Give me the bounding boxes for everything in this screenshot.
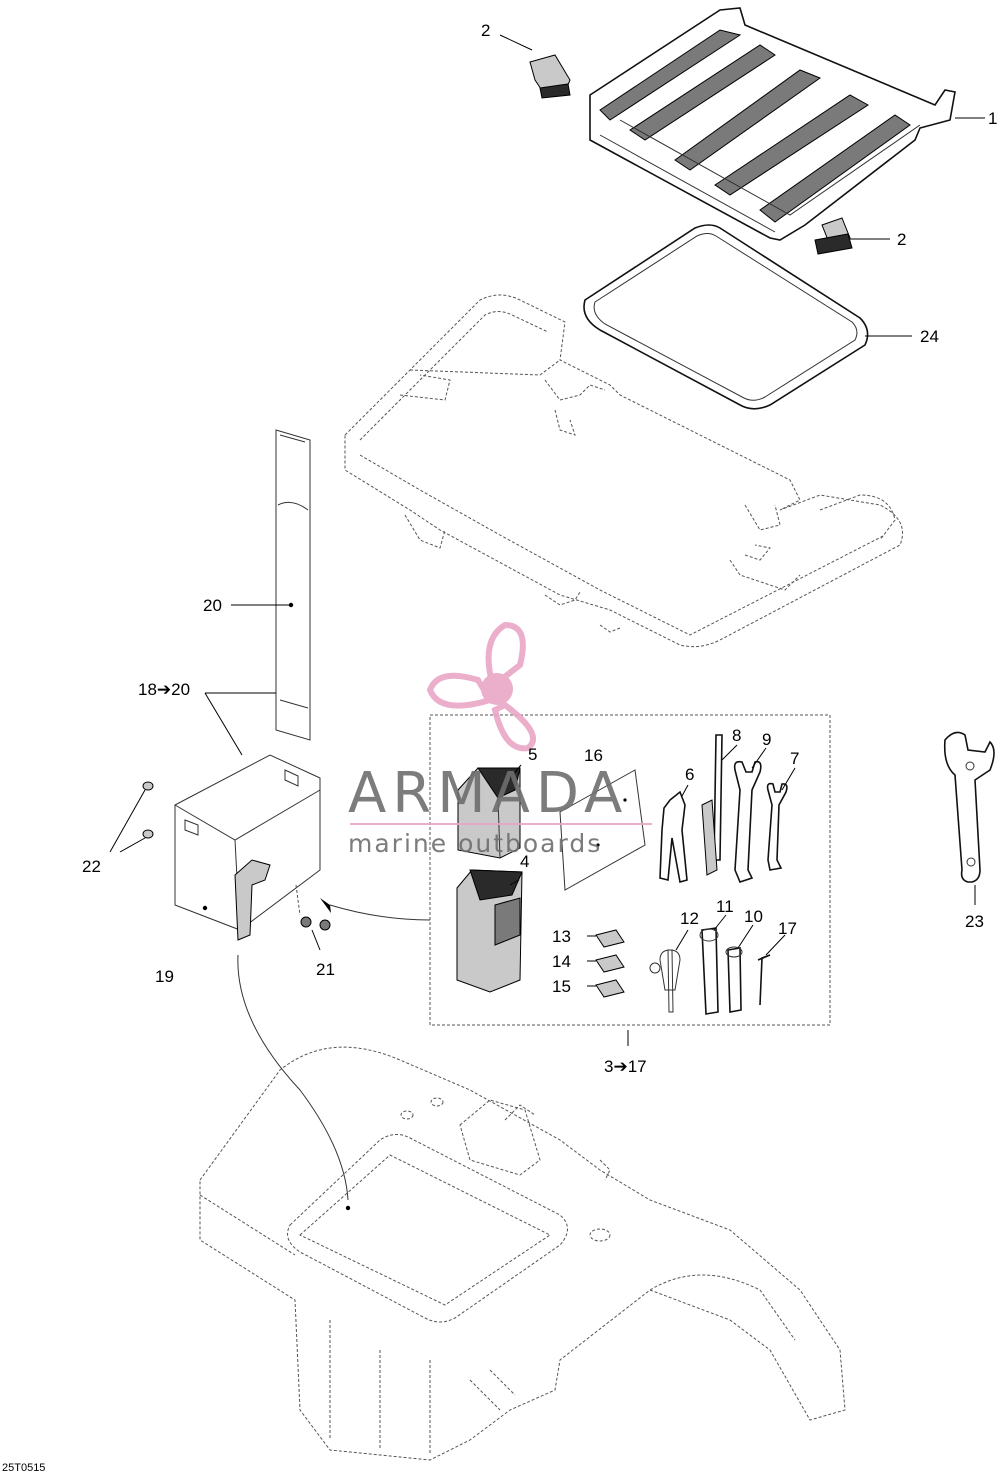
callout-7: 7	[790, 749, 799, 768]
diagram-code: 25T0515	[2, 1462, 45, 1474]
propeller-blade-icon	[485, 621, 526, 692]
gasket-part-24	[583, 224, 869, 410]
watermark-tagline: marine outboards	[348, 829, 602, 858]
callout-20: 20	[203, 596, 222, 615]
toolkit-to-box-arrow	[329, 904, 431, 921]
callout-18-20: 18➔20	[138, 680, 190, 699]
callout-19: 19	[155, 967, 174, 986]
toolkit-group-3-17	[429, 714, 831, 1026]
washers-part-22	[142, 781, 154, 839]
watermark-brand: ARMADA	[348, 761, 628, 826]
vehicle-rear-body-reference	[199, 1046, 846, 1461]
callout-9: 9	[762, 730, 771, 749]
propeller-blade-icon-3	[491, 701, 536, 752]
callout-22: 22	[82, 857, 101, 876]
armada-watermark: ARMADA marine outboards	[348, 621, 652, 858]
propeller-hub-icon	[481, 673, 513, 705]
screws-part-21	[295, 884, 331, 931]
callout-10: 10	[744, 907, 763, 926]
callout-6: 6	[685, 765, 694, 784]
callout-13: 13	[552, 927, 571, 946]
callout-23: 23	[965, 912, 984, 931]
callout-labels: 1 2 2 24 20 18➔20 22 19 21 5 16 8 9 7 6 …	[82, 21, 997, 1076]
callout-12: 12	[680, 909, 699, 928]
callout-8: 8	[732, 726, 741, 745]
propeller-blade-icon-2	[426, 672, 495, 709]
callout-14: 14	[552, 952, 571, 971]
callout-15: 15	[552, 977, 571, 996]
callout-24: 24	[920, 327, 939, 346]
strap-part-20	[275, 429, 311, 741]
clip-part-2-top	[529, 54, 571, 99]
rear-rack-part-1	[589, 7, 956, 241]
callout-1: 1	[988, 109, 997, 128]
callout-11: 11	[716, 897, 734, 916]
callout-21: 21	[316, 960, 335, 979]
spanner-part-23	[943, 731, 995, 883]
callout-16: 16	[584, 746, 603, 765]
leader-lines	[109, 34, 985, 1046]
box-to-body-leader	[237, 954, 349, 1201]
callout-4: 4	[520, 852, 529, 871]
callout-2-top: 2	[481, 21, 490, 40]
clip-part-2-right	[814, 217, 853, 255]
callout-3-17: 3➔17	[604, 1057, 647, 1076]
callout-5: 5	[528, 745, 537, 764]
callout-2-right: 2	[897, 230, 906, 249]
rack-frame-reference	[344, 294, 903, 648]
toolbox-bracket-part-19	[174, 754, 321, 941]
callout-17: 17	[778, 919, 797, 938]
